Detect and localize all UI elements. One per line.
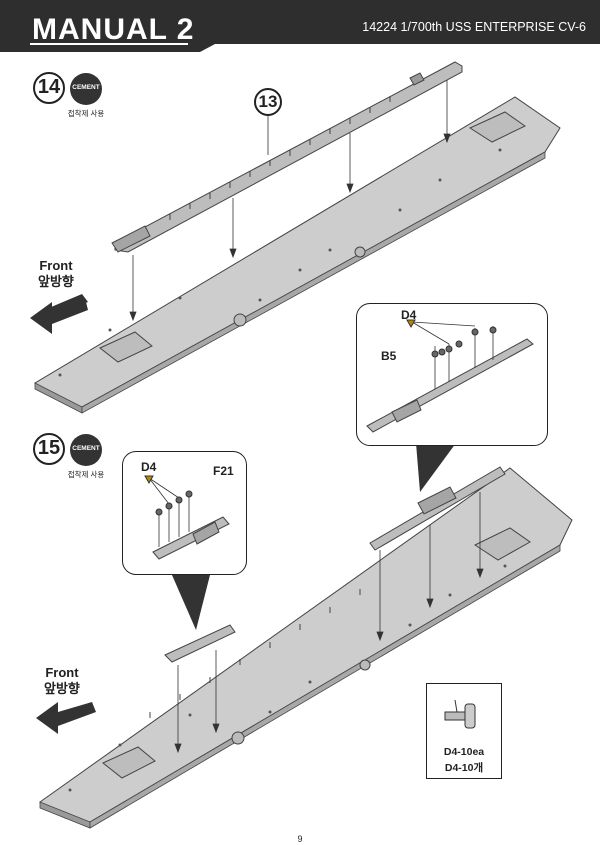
island-strip-part13	[111, 61, 463, 253]
inset-step14: D4 B5	[356, 303, 548, 446]
cement-text-step15: 접착제 사용	[67, 470, 105, 479]
inset-step14-drawing	[366, 319, 534, 433]
legend-line2: D4-10개	[444, 762, 484, 774]
step-15-number: 15	[33, 433, 65, 465]
cement-badge-step14: CEMENT 접착제 사용	[66, 73, 106, 119]
front-arrowhead-step14	[30, 302, 88, 334]
page-number: 9	[297, 834, 303, 844]
step-14-number: 14	[33, 72, 65, 104]
label-f21: F21	[213, 464, 234, 478]
cement-icon: CEMENT	[70, 434, 102, 466]
front-arrowhead-step15	[36, 702, 96, 734]
legend-line1: D4-10ea	[443, 746, 485, 758]
label-b5: B5	[381, 349, 397, 363]
kit-name: 14224 1/700th USS ENTERPRISE CV-6	[362, 20, 586, 34]
part-13-callout: 13	[254, 88, 282, 116]
label-d4-step15: D4	[141, 460, 157, 474]
parts-count-legend: D4-10ea D4-10개	[426, 683, 502, 779]
label-d4-step14: D4	[401, 308, 417, 322]
inset-step15: D4 F21	[122, 451, 247, 575]
part-f21-strip	[164, 624, 236, 663]
assembly-arrows-step14	[129, 80, 451, 322]
header-bar: MANUAL 2 14224 1/700th USS ENTERPRISE CV…	[0, 0, 600, 52]
part-b5-strip	[369, 466, 506, 551]
inset-pointer-step15	[172, 575, 210, 630]
flight-deck-step14	[34, 96, 561, 414]
manual-title: MANUAL 2	[32, 13, 195, 46]
flight-deck-step15	[39, 467, 573, 829]
inset-step15-drawing	[144, 475, 230, 560]
assembly-arrows-step15	[174, 492, 484, 754]
header-background	[0, 0, 600, 52]
inset-pointer-step14	[416, 443, 456, 492]
cement-badge-step15: CEMENT 접착제 사용	[66, 434, 106, 480]
antenna-part-icon	[444, 699, 476, 729]
cement-text-step14: 접착제 사용	[67, 109, 105, 118]
cement-icon: CEMENT	[70, 73, 102, 105]
